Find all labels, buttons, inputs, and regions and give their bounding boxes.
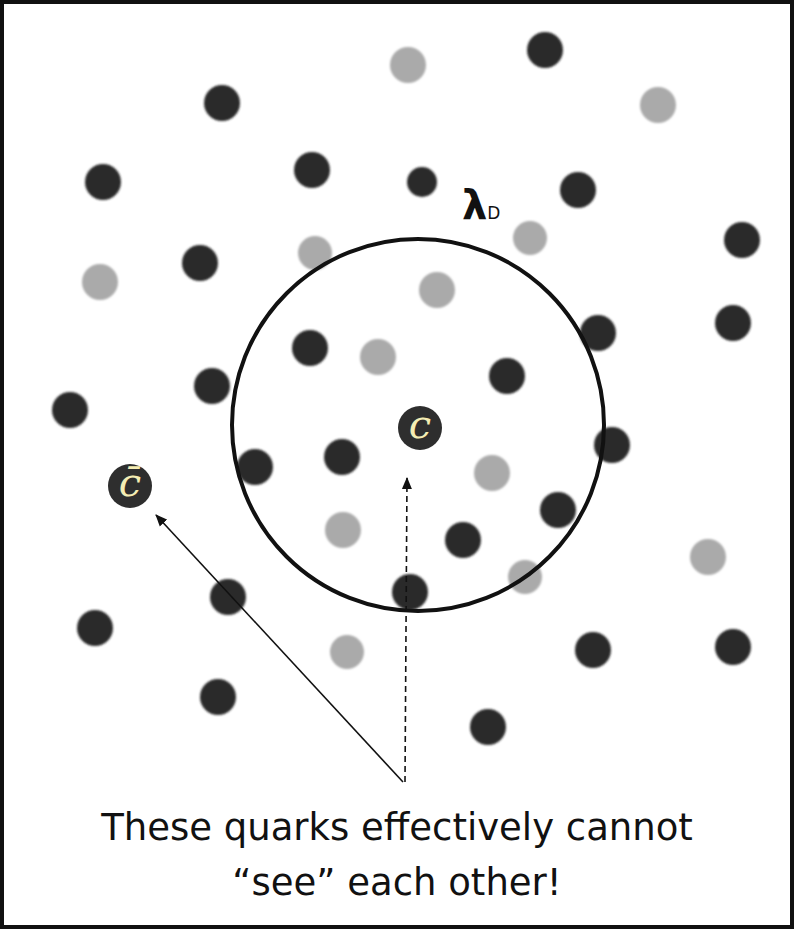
- dark-particle: [77, 610, 113, 646]
- dark-particle: [575, 632, 611, 668]
- light-particle: [474, 455, 510, 491]
- light-particle: [360, 339, 396, 375]
- debye-sphere: λDc: [230, 237, 606, 613]
- light-particle: [390, 47, 426, 83]
- dark-particle: [200, 679, 236, 715]
- light-particle: [419, 272, 455, 308]
- dark-particle: [489, 358, 525, 394]
- light-particle: [640, 87, 676, 123]
- dark-particle: [182, 245, 218, 281]
- dark-particle: [392, 574, 428, 610]
- dark-particle: [560, 172, 596, 208]
- light-particle: [330, 635, 364, 669]
- quark-symbol: c: [409, 404, 431, 444]
- pointer-arrow: [156, 515, 403, 782]
- light-particle: [513, 221, 547, 255]
- pointer-arrow-dashed: [405, 478, 407, 782]
- dark-particle: [194, 368, 230, 404]
- dark-particle: [294, 152, 330, 188]
- anticharm-quark: c̄: [108, 464, 152, 508]
- light-particle: [325, 512, 361, 548]
- dark-particle: [52, 392, 88, 428]
- dark-particle: [715, 629, 751, 665]
- dark-particle: [540, 492, 576, 528]
- debye-length-label: λD: [462, 185, 500, 225]
- dark-particle: [85, 164, 121, 200]
- dark-particle: [715, 305, 751, 341]
- dark-particle: [527, 32, 563, 68]
- quark-symbol: c̄: [119, 462, 141, 502]
- dark-particle: [204, 85, 240, 121]
- light-particle: [82, 264, 118, 300]
- dark-particle: [445, 522, 481, 558]
- dark-particle: [407, 167, 437, 197]
- dark-particle: [470, 709, 506, 745]
- dark-particle: [324, 439, 360, 475]
- dark-particle: [292, 330, 328, 366]
- light-particle: [690, 539, 726, 575]
- dark-particle: [724, 222, 760, 258]
- dark-particle: [237, 449, 273, 485]
- debye-circle: [232, 239, 604, 611]
- caption-note: These quarks effectively cannot “see” ea…: [90, 800, 704, 910]
- charm-quark: c: [398, 406, 442, 450]
- dark-particle: [210, 579, 246, 615]
